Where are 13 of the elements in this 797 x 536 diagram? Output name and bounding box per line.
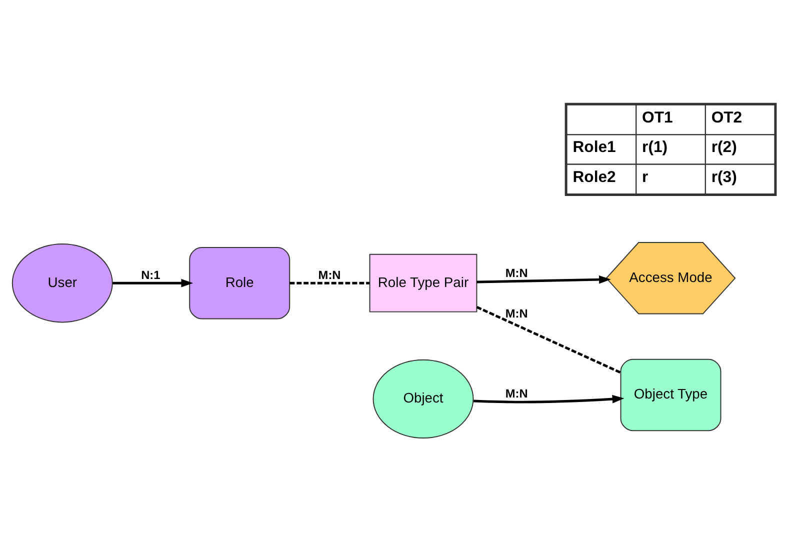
edge-label: M:N (505, 386, 528, 400)
edge-label: M:N (318, 267, 341, 282)
label: OT1 (642, 109, 673, 126)
edge-label: M:N (505, 265, 528, 280)
label: Role2 (572, 168, 616, 186)
edge-label: N:1 (141, 267, 160, 282)
label: OT2 (711, 109, 742, 126)
label: r(3) (711, 168, 737, 186)
edge-label: M:N (505, 306, 528, 320)
label: r (642, 168, 648, 186)
label: Role1 (572, 138, 616, 156)
label: r(1) (642, 138, 668, 156)
label: r(2) (711, 138, 737, 156)
